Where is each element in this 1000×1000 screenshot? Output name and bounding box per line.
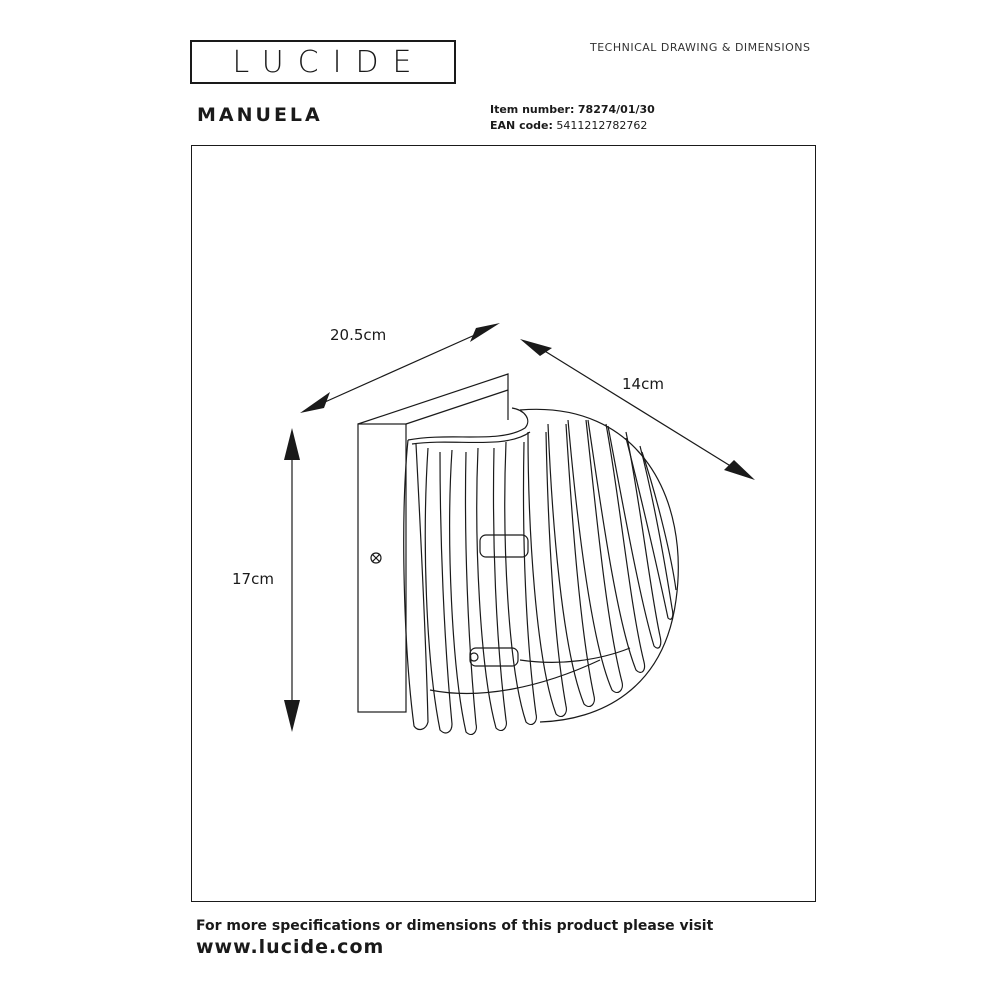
width-dimension-label: 20.5cm bbox=[330, 326, 387, 344]
width-arrowhead-left bbox=[300, 392, 330, 413]
height-dimension-label: 17cm bbox=[232, 570, 274, 588]
ean-label: EAN code: bbox=[490, 119, 553, 132]
footer-note: For more specifications or dimensions of… bbox=[196, 918, 714, 934]
item-number-label: Item number: bbox=[490, 103, 575, 116]
depth-dimension-label: 14cm bbox=[622, 375, 664, 393]
item-number-row: Item number: 78274/01/30 bbox=[490, 102, 655, 118]
product-name: MANUELA bbox=[197, 104, 323, 126]
mount-plate-top bbox=[357, 373, 509, 425]
brand-logo: LUCIDE bbox=[190, 40, 456, 84]
document-type-label: TECHNICAL DRAWING & DIMENSIONS bbox=[590, 41, 811, 54]
ean-row: EAN code: 5411212782762 bbox=[490, 118, 655, 134]
height-arrowhead-bottom bbox=[284, 700, 300, 732]
item-number-value: 78274/01/30 bbox=[577, 103, 655, 116]
ean-value: 5411212782762 bbox=[556, 119, 648, 132]
brand-logo-text: LUCIDE bbox=[232, 44, 426, 80]
width-arrowhead-right bbox=[470, 323, 500, 342]
footer-website-link[interactable]: www.lucide.com bbox=[196, 936, 385, 958]
product-codes: Item number: 78274/01/30 EAN code: 54112… bbox=[490, 102, 655, 134]
height-arrowhead-top bbox=[284, 428, 300, 460]
mount-plate-front bbox=[357, 423, 407, 713]
width-dimension-line bbox=[315, 329, 487, 407]
depth-dimension-line bbox=[534, 344, 738, 471]
mount-screw bbox=[370, 552, 382, 564]
drawing-frame bbox=[191, 145, 816, 902]
depth-arrowhead-top bbox=[520, 339, 552, 356]
depth-arrowhead-bottom bbox=[724, 460, 755, 480]
